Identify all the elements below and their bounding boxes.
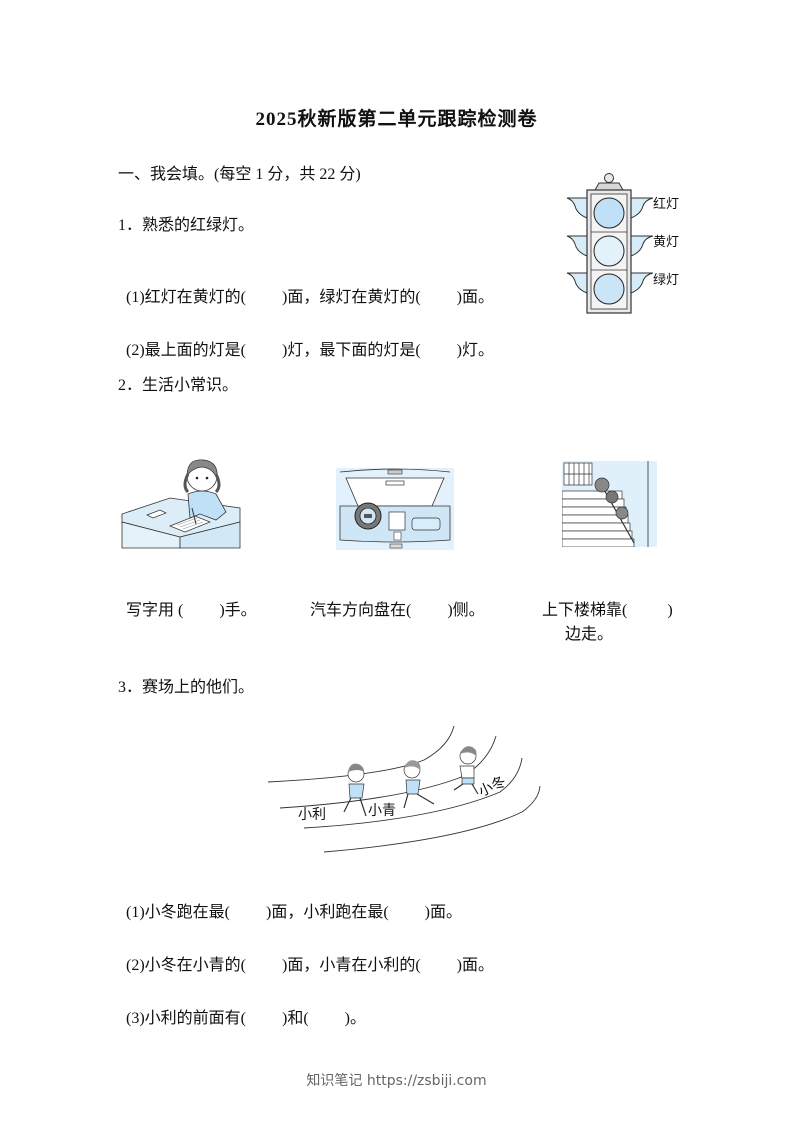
- caption-stairs-line-2: 边走。: [565, 626, 614, 643]
- girl-writing-figure: [120, 452, 245, 552]
- car-dashboard-icon: [336, 468, 454, 550]
- runner-xiaodong: [453, 746, 479, 795]
- caption-stairs: 上下楼梯靠(): [542, 602, 673, 619]
- race-track-icon: [267, 725, 541, 853]
- red-light-label: 红灯: [653, 196, 680, 211]
- car-dashboard-figure: [336, 468, 454, 550]
- question-1-item-1: (1)红灯在黄灯的()面，绿灯在黄灯的()面。: [126, 289, 495, 306]
- traffic-light-icon: [566, 173, 654, 314]
- question-3-label: 3．赛场上的他们。: [118, 679, 255, 696]
- yellow-light-label: 黄灯: [653, 234, 680, 249]
- question-3-item-1: (1)小冬跑在最()面，小利跑在最()面。: [126, 904, 463, 921]
- runner-label-xiaoqing: 小青: [368, 804, 396, 819]
- question-2-label: 2．生活小常识。: [118, 377, 239, 394]
- question-3-item-3: (3)小利的前面有()和()。: [126, 1010, 367, 1027]
- runner-xiaoqing: [403, 760, 435, 809]
- stairs-figure: [562, 461, 657, 547]
- page-title: 2025秋新版第二单元跟踪检测卷: [255, 109, 538, 130]
- question-1-item-2: (2)最上面的灯是()灯，最下面的灯是()灯。: [126, 342, 495, 359]
- race-track-figure: 小利 小青 小冬: [264, 716, 544, 856]
- traffic-light-figure: 红灯 黄灯 绿灯: [565, 170, 690, 315]
- green-light-label: 绿灯: [653, 272, 680, 287]
- stairs-icon: [562, 461, 657, 547]
- runner-xiaoli: [343, 763, 367, 817]
- girl-writing-icon: [121, 459, 241, 549]
- question-3-item-2: (2)小冬在小青的()面，小青在小利的()面。: [126, 957, 495, 974]
- question-1-label: 1．熟悉的红绿灯。: [118, 217, 255, 234]
- runner-label-xiaoli: 小利: [298, 808, 326, 823]
- caption-steering-wheel: 汽车方向盘在()侧。: [310, 602, 485, 619]
- caption-writing-hand: 写字用 ()手。: [126, 602, 257, 619]
- footer-watermark: 知识笔记 https://zsbiji.com: [306, 1073, 487, 1089]
- section-heading: 一、我会填。(每空 1 分，共 22 分): [118, 166, 361, 183]
